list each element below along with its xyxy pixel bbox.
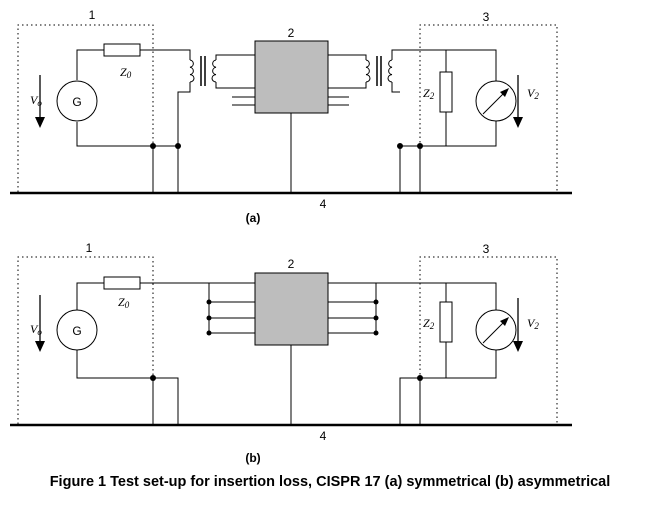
wire-left-loop-b	[76, 282, 497, 425]
generator-source-b	[56, 309, 98, 351]
transformer-left-secondary-a	[211, 59, 217, 83]
dut-stubs-left-a	[232, 96, 255, 106]
dut-block-b	[254, 272, 329, 346]
box-1-b	[17, 256, 154, 424]
label-1-b: 1	[86, 241, 93, 255]
label-2-a: 2	[288, 26, 295, 40]
label-3-b: 3	[483, 242, 490, 256]
v2-label-b: V2	[527, 316, 539, 331]
dut-bus-left-b	[208, 283, 255, 334]
generator-label-a: G	[72, 95, 81, 109]
label-4-b: 4	[320, 429, 327, 443]
dut-stubs-right-a	[328, 96, 349, 106]
circuit-a	[10, 24, 572, 195]
resistor-z0-b	[103, 276, 141, 290]
transformer-right-secondary-a	[387, 59, 393, 83]
transformer-left-primary-a	[189, 59, 195, 83]
test-setup-diagram: 1 2 3 4 G Z0 Z2 Vo V2 (a)	[10, 8, 572, 465]
v2-label-a: V2	[527, 86, 539, 101]
sub-caption-a: (a)	[246, 211, 261, 225]
dut-block-a	[254, 40, 329, 114]
label-4-a: 4	[320, 197, 327, 211]
sub-caption-b: (b)	[245, 451, 260, 465]
arrows-b	[35, 295, 523, 352]
dut-bus-right-b	[328, 283, 377, 334]
label-3-a: 3	[483, 10, 490, 24]
junctions-a	[150, 143, 423, 149]
label-1-a: 1	[89, 8, 96, 22]
z0-label-b: Z0	[118, 295, 130, 310]
arrows-a	[35, 75, 523, 128]
wire-right-loop-a	[391, 49, 497, 193]
vo-label-a: Vo	[30, 93, 42, 108]
meter-needle-head-b	[500, 317, 509, 326]
resistor-z2-b	[439, 301, 453, 343]
z2-label-b: Z2	[423, 316, 435, 331]
figure-caption: Figure 1 Test set-up for insertion loss,…	[49, 474, 611, 490]
wire-transformer-right-in-a	[328, 54, 367, 89]
resistor-z0-a	[103, 43, 141, 57]
wire-transformer-left-out-a	[215, 54, 255, 89]
meter-needle-head-a	[500, 88, 509, 97]
transformer-right-primary-a	[365, 59, 371, 83]
label-2-b: 2	[288, 257, 295, 271]
vo-label-b: Vo	[30, 322, 42, 337]
box-3-b	[419, 256, 558, 424]
generator-source-a	[56, 80, 98, 122]
generator-label-b: G	[72, 324, 81, 338]
wire-left-loop-a	[76, 49, 191, 193]
z2-label-a: Z2	[423, 86, 435, 101]
circuit-b	[10, 256, 572, 427]
resistor-z2-a	[439, 71, 453, 113]
box-3-a	[419, 24, 558, 192]
z0-label-a: Z0	[120, 65, 132, 80]
box-1-a	[17, 24, 154, 192]
junctions-b	[150, 299, 423, 381]
